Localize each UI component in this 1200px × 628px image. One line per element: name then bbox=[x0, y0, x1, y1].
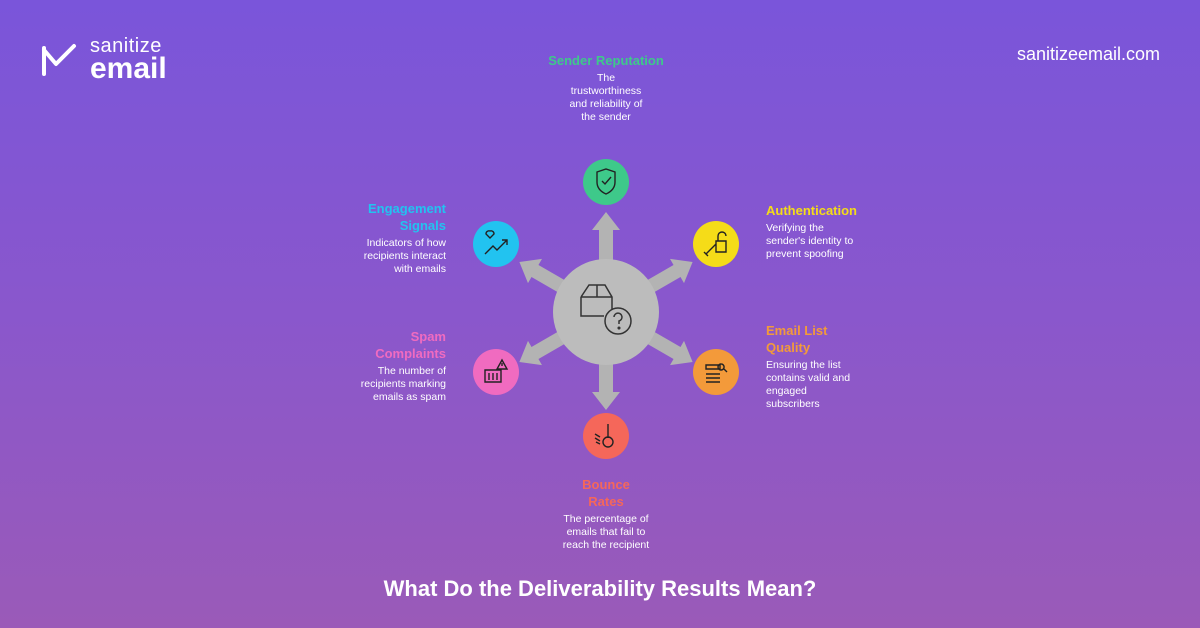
brand-logo: sanitize email bbox=[40, 36, 167, 84]
wrecking-ball-icon bbox=[594, 424, 614, 448]
node-title: Sender Reputation bbox=[548, 53, 664, 68]
node-label-spam: Spam Complaints The number of recipients… bbox=[346, 328, 446, 404]
site-url: sanitizeemail.com bbox=[1016, 44, 1160, 64]
spam-bin-warning-icon bbox=[484, 358, 509, 383]
node-circle-engage bbox=[473, 221, 519, 267]
box-question-icon bbox=[580, 284, 632, 335]
heart-trend-icon bbox=[484, 230, 508, 255]
node-desc: Ensuring the list contains valid and eng… bbox=[766, 359, 851, 410]
node-label-list: Email List Quality Ensuring the list con… bbox=[766, 322, 876, 411]
node-circle-spam bbox=[473, 349, 519, 395]
logo-mark-icon bbox=[42, 44, 76, 76]
node-circle-bounce bbox=[583, 413, 629, 459]
node-title: Spam Complaints bbox=[375, 329, 446, 361]
shield-check-icon bbox=[596, 168, 616, 195]
node-desc: The percentage of emails that fail to re… bbox=[562, 513, 650, 551]
node-desc: Verifying the sender's identity to preve… bbox=[766, 222, 854, 260]
arrow-down bbox=[592, 356, 620, 410]
list-search-icon bbox=[705, 363, 728, 383]
node-label-sender: Sender Reputation The trustworthiness an… bbox=[546, 52, 666, 124]
node-desc: The trustworthiness and reliability of t… bbox=[569, 72, 643, 123]
node-label-engage: Engagement Signals Indicators of how rec… bbox=[346, 200, 446, 276]
brand-small: sanitize bbox=[90, 35, 162, 57]
node-desc: The number of recipients marking emails … bbox=[360, 365, 446, 403]
page-title: What Do the Deliverability Results Mean? bbox=[383, 576, 817, 601]
node-title: Bounce Rates bbox=[582, 477, 630, 509]
node-label-auth: Authentication Verifying the sender's id… bbox=[766, 202, 876, 261]
brand-big: email bbox=[90, 52, 167, 85]
node-title: Email List Quality bbox=[766, 323, 828, 355]
center-hub bbox=[553, 259, 659, 365]
node-title: Engagement Signals bbox=[367, 201, 446, 233]
node-label-bounce: Bounce Rates The percentage of emails th… bbox=[546, 476, 666, 552]
node-title: Authentication bbox=[766, 203, 857, 218]
node-circle-list bbox=[693, 349, 739, 395]
node-desc: Indicators of how recipients interact wi… bbox=[363, 237, 446, 275]
arrow-up bbox=[592, 212, 620, 268]
unlock-key-icon bbox=[703, 231, 727, 257]
